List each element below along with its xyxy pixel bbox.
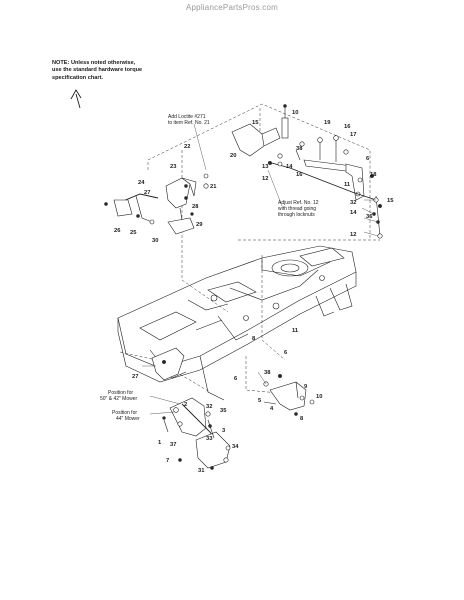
callout-28: 28 (192, 204, 199, 210)
callout-6: 6 (366, 156, 370, 162)
callout-1: 1 (158, 440, 162, 446)
note-line-2: use the standard hardware torque (52, 67, 143, 74)
callout-9: 9 (304, 384, 308, 390)
left-linkage-assembly (104, 173, 209, 235)
callout-19: 19 (324, 120, 331, 126)
callout-26: 26 (114, 228, 121, 234)
callout-20: 20 (230, 153, 236, 159)
pos50-line-2: 50" & 42" Mower (100, 396, 138, 402)
callout-2: 2 (184, 402, 187, 408)
callout-10: 10 (292, 110, 298, 116)
annotation-loctite: Add Loctite #271 to item Ref. No. 21 (168, 114, 210, 126)
callout-12: 12 (262, 176, 268, 182)
callout-36: 36 (366, 214, 373, 220)
callout-38: 38 (296, 146, 303, 152)
callout-22: 22 (184, 144, 190, 150)
callout-4: 4 (270, 406, 274, 412)
adjust-line-2: with thread going (278, 206, 316, 212)
callout-27: 27 (132, 374, 138, 380)
callout-21: 21 (210, 184, 217, 190)
callout-10: 10 (316, 394, 322, 400)
callout-25: 25 (130, 230, 137, 236)
callout-7: 7 (166, 458, 169, 464)
callout-31: 31 (198, 468, 205, 474)
callout-11: 11 (292, 328, 299, 334)
adjust-line-1: Adjust Ref. No. 12 (278, 200, 319, 206)
upper-linkage-assembly (231, 104, 383, 239)
callout-8: 8 (300, 416, 304, 422)
note-line-1: NOTE: Unless noted otherwise, (52, 60, 136, 66)
callout-32: 32 (350, 200, 356, 206)
callout-14: 14 (350, 210, 357, 216)
callout-24: 24 (138, 180, 145, 186)
callout-leader-lines (142, 123, 379, 415)
callout-13: 13 (262, 164, 269, 170)
callout-37: 37 (170, 442, 176, 448)
pos44-line-1: Position for (112, 410, 137, 416)
adjust-line-3: through locknuts (278, 212, 315, 218)
callout-15: 15 (387, 198, 394, 204)
callout-29: 29 (196, 222, 203, 228)
callout-30: 30 (152, 238, 158, 244)
pos50-line-1: Position for (108, 390, 133, 396)
callout-6: 6 (234, 376, 238, 382)
pos44-line-2: 44" Mower (116, 416, 140, 422)
callout-32: 32 (206, 404, 212, 410)
lower-right-bracket (263, 374, 315, 416)
callout-12: 12 (350, 232, 356, 238)
loctite-line-2: to item Ref. No. 21 (168, 120, 210, 126)
annotation-position-44: Position for 44" Mower (112, 410, 140, 422)
callout-38: 38 (264, 370, 271, 376)
callout-14: 14 (286, 164, 293, 170)
callout-8: 8 (252, 336, 256, 342)
callout-23: 23 (170, 164, 177, 170)
callout-15: 15 (252, 120, 259, 126)
watermark: AppliancePartsPros.com (186, 3, 278, 12)
callout-16: 16 (296, 172, 303, 178)
annotation-adjust: Adjust Ref. No. 12 with thread going thr… (278, 200, 319, 218)
callout-34: 34 (232, 444, 239, 450)
callout-3: 3 (222, 428, 226, 434)
torque-note: NOTE: Unless noted otherwise, use the st… (52, 60, 227, 82)
callout-27: 27 (144, 190, 150, 196)
callout-6: 6 (284, 350, 288, 356)
note-line-3: specification chart. (52, 74, 103, 81)
callout-11: 11 (344, 182, 351, 188)
annotation-position-50: Position for 50" & 42" Mower (100, 390, 138, 402)
callout-35: 35 (220, 408, 227, 414)
lower-lift-assembly (151, 347, 231, 470)
callout-17: 17 (350, 132, 356, 138)
callout-5: 5 (258, 398, 262, 404)
reference-callouts: 10 15 19 16 17 20 38 13 14 12 16 6 18 11… (114, 110, 394, 474)
loctite-line-1: Add Loctite #271 (168, 114, 206, 120)
callout-18: 18 (370, 172, 377, 178)
orientation-arrow-icon (70, 89, 82, 109)
callout-16: 16 (344, 124, 351, 130)
callout-33: 33 (206, 436, 213, 442)
